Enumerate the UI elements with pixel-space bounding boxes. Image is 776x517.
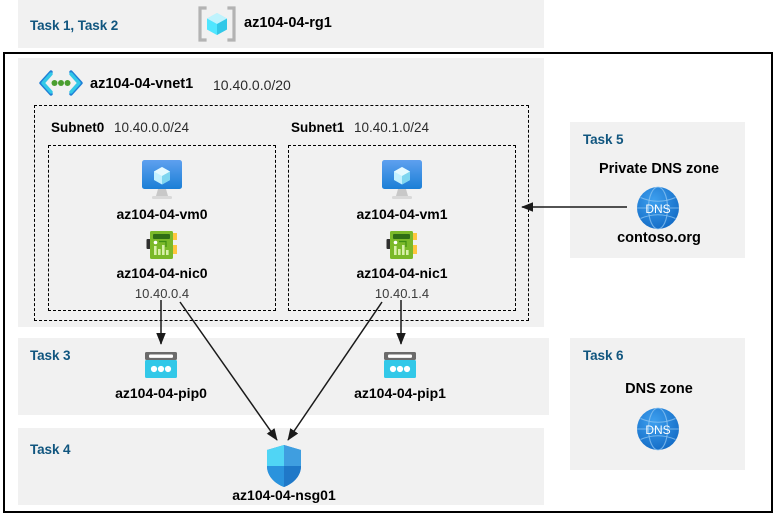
vnet-name: az104-04-vnet1 (90, 76, 194, 92)
private-dns-zone-heading: Private DNS zone (598, 161, 720, 177)
subnet0-box (48, 145, 276, 311)
dns-zone-heading: DNS zone (625, 381, 693, 397)
nsg-name: az104-04-nsg01 (232, 487, 336, 503)
pip0-name: az104-04-pip0 (115, 385, 207, 401)
task-label-task4: Task 4 (30, 442, 71, 457)
public-ip-address-icon (142, 350, 180, 380)
subnet1-address-prefix: 10.40.1.0/24 (354, 120, 430, 135)
vm1-name: az104-04-vm1 (356, 206, 448, 222)
virtual-machine-icon (140, 159, 184, 201)
svg-text:DNS: DNS (645, 202, 670, 216)
pip1-name: az104-04-pip1 (354, 385, 446, 401)
private-dns-zone-name: contoso.org (617, 230, 701, 246)
vnet-panel (18, 58, 544, 327)
subnets-container (34, 105, 529, 321)
resource-group-name: az104-04-rg1 (244, 15, 332, 31)
nic0-ip: 10.40.0.4 (134, 286, 190, 301)
network-interface-icon (385, 229, 419, 261)
subnet0-address-prefix: 10.40.0.0/24 (114, 120, 190, 135)
nic0-name: az104-04-nic0 (116, 265, 208, 281)
task-label-task3: Task 3 (30, 348, 71, 363)
task-label-task6: Task 6 (583, 348, 624, 363)
task-label-task1-task2: Task 1, Task 2 (30, 18, 119, 33)
subnet1-box (288, 145, 516, 311)
vm0-name: az104-04-vm0 (116, 206, 208, 222)
subnet1-name: Subnet1 (291, 120, 345, 135)
network-security-group-icon (265, 444, 303, 488)
nic1-ip: 10.40.1.4 (374, 286, 430, 301)
dns-zone-icon: DNS (635, 406, 681, 452)
virtual-network-icon (38, 70, 84, 96)
resource-group-icon (197, 5, 237, 43)
vnet-address-space: 10.40.0.0/20 (213, 77, 291, 93)
virtual-machine-icon (380, 159, 424, 201)
svg-text:DNS: DNS (645, 423, 670, 437)
subnet0-name: Subnet0 (51, 120, 105, 135)
dns-zone-icon: DNS (635, 185, 681, 231)
header-panel (18, 0, 544, 48)
nic1-name: az104-04-nic1 (356, 265, 448, 281)
task3-panel (18, 338, 549, 415)
network-interface-icon (145, 229, 179, 261)
public-ip-address-icon (381, 350, 419, 380)
task-label-task5: Task 5 (583, 132, 624, 147)
resource-group-boundary (3, 52, 773, 513)
